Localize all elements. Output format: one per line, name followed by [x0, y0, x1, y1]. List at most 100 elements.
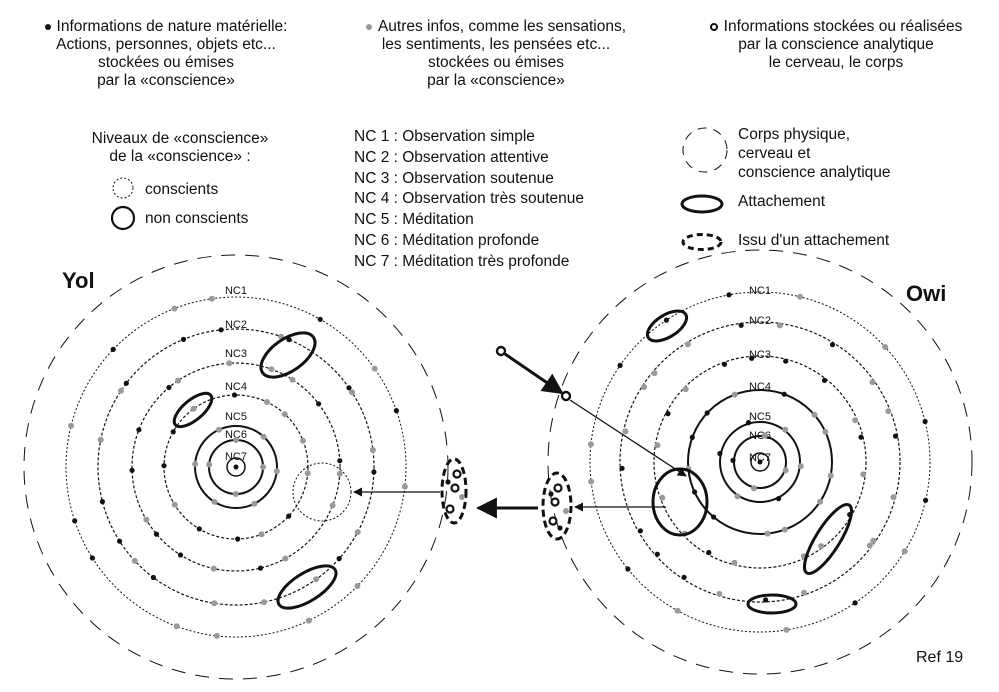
- owi-attachement-ellipse: [746, 593, 798, 615]
- person-label-yol: Yol: [62, 268, 95, 293]
- grey-info-dot: [684, 341, 691, 348]
- grey-info-dot: [371, 365, 378, 372]
- black-info-dot: [170, 429, 176, 435]
- black-info-dot: [336, 556, 342, 562]
- yol-ring-nc5: [194, 425, 278, 509]
- legend-analytique: Informations stockées ou réalisées par l…: [676, 18, 996, 72]
- grey-info-dot: [866, 542, 873, 549]
- grey-info-dot: [175, 377, 182, 384]
- nc-level-item: NC 1 : Observation simple: [354, 128, 535, 145]
- issu-ellipse-left: [440, 457, 468, 525]
- black-info-dot: [117, 538, 123, 544]
- ring-label: NC4: [749, 381, 771, 393]
- black-info-dot: [72, 518, 78, 524]
- black-info-dot: [663, 317, 670, 323]
- legend-materielle-line: Informations de nature matérielle:: [56, 18, 288, 35]
- grey-info-dot: [852, 417, 859, 424]
- legend-materielle-line: stockées ou émises: [97, 54, 235, 71]
- grey-info-dot: [264, 399, 270, 405]
- legend-materielle-line: par la «conscience»: [97, 72, 235, 89]
- grey-info-dot: [313, 576, 320, 583]
- black-info-dot: [153, 531, 160, 537]
- grey-info-dot: [764, 530, 771, 537]
- grey-info-dot: [282, 555, 289, 562]
- grey-info-dot: [226, 360, 233, 367]
- grey-info-dot: [797, 293, 804, 300]
- ring-label: NC5: [225, 411, 247, 423]
- grey-info-dot: [258, 531, 265, 538]
- black-info-dot: [763, 597, 769, 603]
- source-ring-dot: [560, 390, 572, 402]
- owi-diagram: NC1 NC2 NC3 NC4 NC5 NC6 NC7: [547, 249, 973, 675]
- ring-label: NC6: [225, 429, 247, 441]
- grey-info-dot: [131, 557, 138, 564]
- grey-info-dot: [213, 632, 220, 639]
- grey-info-dot: [210, 565, 217, 572]
- owi-ring-nc7: [750, 452, 770, 472]
- grey-info-dot: [731, 559, 738, 566]
- grey-info-dot: [587, 441, 594, 448]
- legend-analytique-line: le cerveau, le corps: [768, 54, 904, 71]
- grey-info-dot: [761, 432, 768, 439]
- grey-info-dot: [817, 498, 824, 505]
- grey-info-dot: [305, 617, 312, 624]
- black-info-dot: [829, 342, 836, 348]
- grey-info-dot: [211, 498, 218, 505]
- grey-info-dot: [782, 467, 789, 474]
- black-info-dot: [393, 408, 399, 414]
- grey-info-dot: [281, 411, 288, 418]
- black-info-dot: [218, 327, 224, 333]
- grey-info-dot: [822, 428, 829, 435]
- black-info-dot: [821, 377, 828, 383]
- legend-materielle: Informations de nature matérielle: Actio…: [5, 18, 327, 90]
- grey-dot-icon: [365, 23, 372, 30]
- grey-info-dot: [349, 389, 355, 396]
- nc-level-item: NC 7 : Méditation très profonde: [354, 252, 570, 270]
- grey-info-dot: [731, 391, 738, 398]
- grey-info-dot: [173, 623, 180, 630]
- black-info-dot: [706, 549, 712, 556]
- grey-info-dot: [206, 461, 213, 468]
- owi-ring-nc2: [619, 321, 901, 603]
- grey-info-dot: [260, 433, 267, 440]
- label-issu: Issu d'un attachement: [738, 232, 890, 249]
- grey-info-dot: [300, 437, 306, 444]
- black-info-dot: [316, 401, 322, 407]
- grey-info-dot: [818, 543, 825, 550]
- label-corps: Corps physique, cerveau et conscience an…: [738, 125, 958, 182]
- grey-info-dot: [641, 384, 648, 390]
- yol-ring-nc1: [65, 296, 407, 638]
- black-info-dot: [337, 458, 343, 464]
- transfer-items-right: [548, 483, 569, 531]
- black-info-dot: [681, 574, 687, 580]
- yol-body-circle: [23, 254, 449, 680]
- grey-info-dot: [268, 366, 275, 373]
- black-info-dot: [235, 536, 241, 542]
- grey-info-dot: [622, 428, 629, 435]
- grey-info-dot: [369, 447, 376, 453]
- ring-label: NC2: [749, 315, 771, 327]
- black-info-dot: [619, 465, 625, 471]
- yol-diagram: NC1 NC2 NC3 NC4 NC5 NC6 NC7: [23, 254, 449, 680]
- grey-info-dot: [588, 478, 595, 485]
- black-info-dot: [110, 346, 116, 352]
- grey-info-dot: [860, 471, 867, 478]
- owi-ring-nc5: [719, 421, 801, 503]
- label-non-conscients: non conscients: [145, 210, 249, 227]
- nc-level-item: NC 2 : Observation attentive: [354, 148, 549, 166]
- niveaux-title-line: Niveaux de «conscience»: [91, 130, 269, 147]
- grey-info-dot: [336, 470, 343, 477]
- nc-level-item: NC 5 : Méditation: [354, 211, 474, 229]
- grey-info-dot: [216, 426, 222, 433]
- grey-info-dot: [354, 529, 361, 536]
- grey-info-dot: [171, 501, 178, 508]
- black-info-dot: [781, 391, 787, 397]
- grey-info-dot: [208, 295, 215, 302]
- yol-attachement-ellipse: [172, 391, 214, 429]
- grey-info-dot: [654, 442, 661, 449]
- yol-receiving-circle: [292, 462, 352, 522]
- black-dot-icon: [44, 23, 51, 30]
- ring-label: NC7: [225, 451, 247, 463]
- source-ring-dot: [495, 345, 507, 357]
- grey-info-dot: [401, 483, 408, 490]
